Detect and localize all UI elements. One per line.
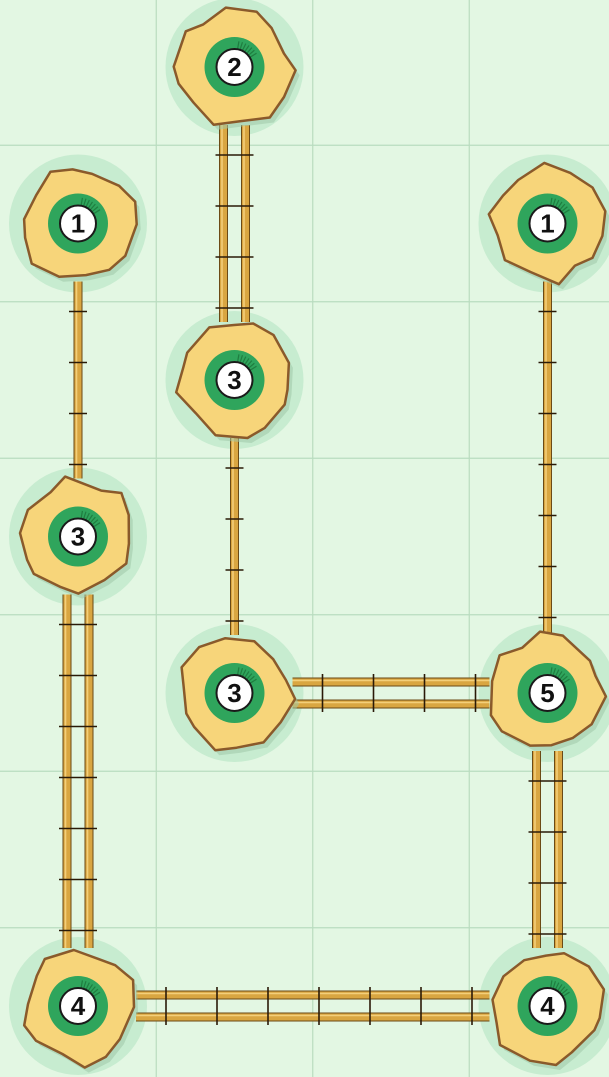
bridge-i3-i5[interactable] — [226, 438, 244, 635]
island-value: 1 — [71, 209, 85, 239]
island-value: 4 — [540, 991, 555, 1021]
island-value: 3 — [227, 365, 241, 395]
island-value: 3 — [71, 522, 85, 552]
bridge-i5-i6[interactable] — [293, 674, 490, 712]
island-value: 1 — [540, 209, 554, 239]
island-value: 5 — [540, 678, 554, 708]
bridge-i6-i8[interactable] — [529, 751, 567, 948]
bridge-i0-i3[interactable] — [216, 125, 254, 322]
island-value: 4 — [71, 991, 86, 1021]
island-value: 3 — [227, 678, 241, 708]
bridge-i1-i4[interactable] — [69, 282, 87, 479]
island-value: 2 — [227, 52, 241, 82]
